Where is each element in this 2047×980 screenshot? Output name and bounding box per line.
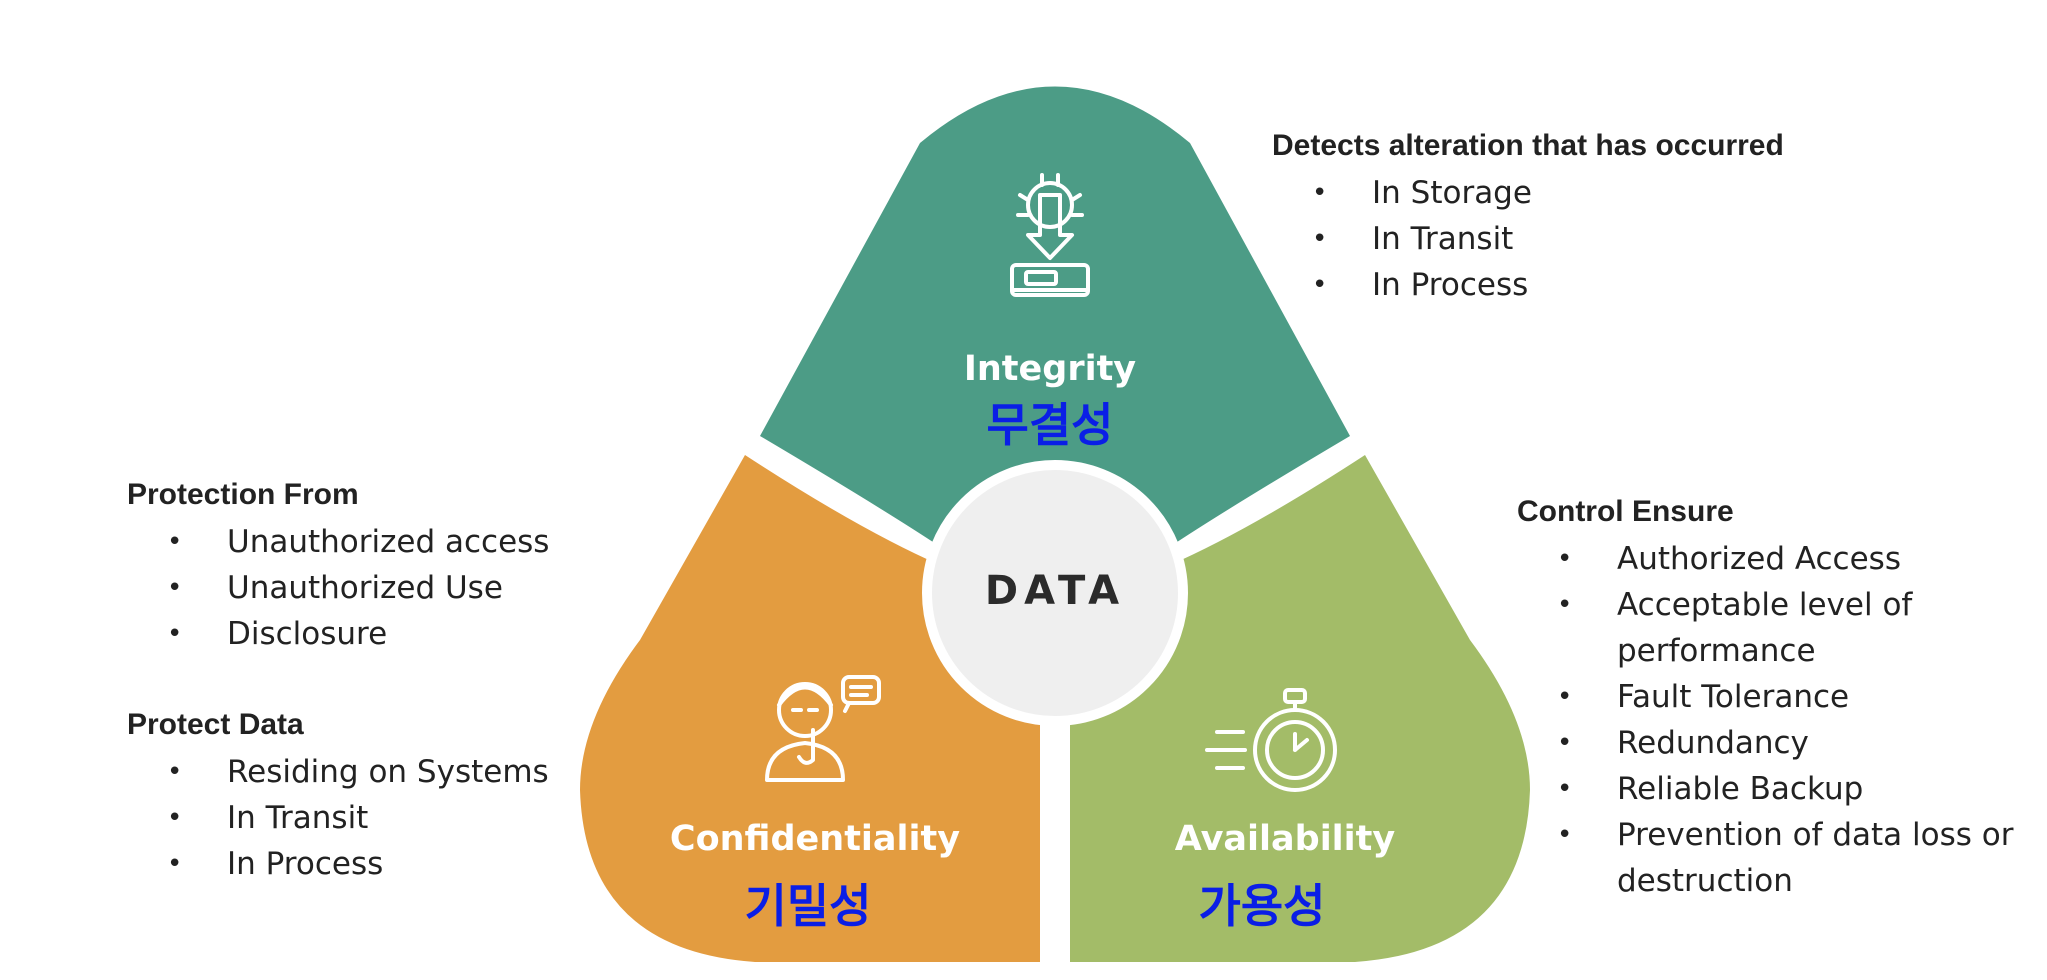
list-item: •Authorized Access (1557, 541, 1901, 577)
protection-from-heading: Protection From (127, 478, 359, 511)
list-item: •In Storage (1312, 175, 1532, 211)
protection-from-list: •Unauthorized access •Unauthorized Use •… (127, 519, 549, 657)
confidentiality-title: Confidentiality (670, 819, 960, 859)
center-label: DATA (985, 568, 1125, 614)
list-item: •Unauthorized access (167, 524, 550, 560)
integrity-notes: Detects alteration that has occurred •In… (1272, 126, 1784, 308)
confidentiality-korean: 기밀성 (745, 879, 872, 933)
integrity-notes-heading: Detects alteration that has occurred (1272, 129, 1784, 162)
integrity-petal (760, 86, 1350, 556)
confidentiality-protect-data-notes: Protect Data •Residing on Systems •In Tr… (127, 705, 549, 887)
list-item: •In Transit (167, 800, 369, 836)
list-item: •Prevention of data loss or destruction (1557, 817, 2014, 899)
stopwatch-icon (1205, 688, 1337, 792)
list-item: •Residing on Systems (167, 754, 549, 790)
availability-notes: Control Ensure •Authorized Access •Accep… (1517, 492, 2037, 904)
list-item: •In Transit (1312, 221, 1514, 257)
integrity-korean: 무결성 (987, 398, 1114, 452)
list-item: •Redundancy (1557, 725, 1809, 761)
list-item: •In Process (1312, 267, 1529, 303)
control-ensure-list: •Authorized Access •Acceptable level of … (1517, 536, 2037, 904)
availability-title: Availability (1175, 819, 1396, 859)
silent-person-icon (765, 675, 881, 782)
protect-data-heading: Protect Data (127, 708, 304, 741)
protect-data-list: •Residing on Systems •In Transit •In Pro… (127, 749, 549, 887)
integrity-title: Integrity (964, 349, 1136, 389)
list-item: •Fault Tolerance (1557, 679, 1850, 715)
list-item: •Reliable Backup (1557, 771, 1864, 807)
confidentiality-protection-notes: Protection From •Unauthorized access •Un… (127, 475, 549, 657)
integrity-notes-list: •In Storage •In Transit •In Process (1272, 170, 1784, 308)
availability-korean: 가용성 (1199, 879, 1326, 933)
list-item: •Acceptable level of performance (1557, 587, 1913, 669)
list-item: •In Process (167, 846, 384, 882)
list-item: •Unauthorized Use (167, 570, 503, 606)
center-circle (922, 460, 1188, 726)
gear-download-icon (1010, 173, 1090, 297)
list-item: •Disclosure (167, 616, 388, 652)
control-ensure-heading: Control Ensure (1517, 495, 1734, 528)
